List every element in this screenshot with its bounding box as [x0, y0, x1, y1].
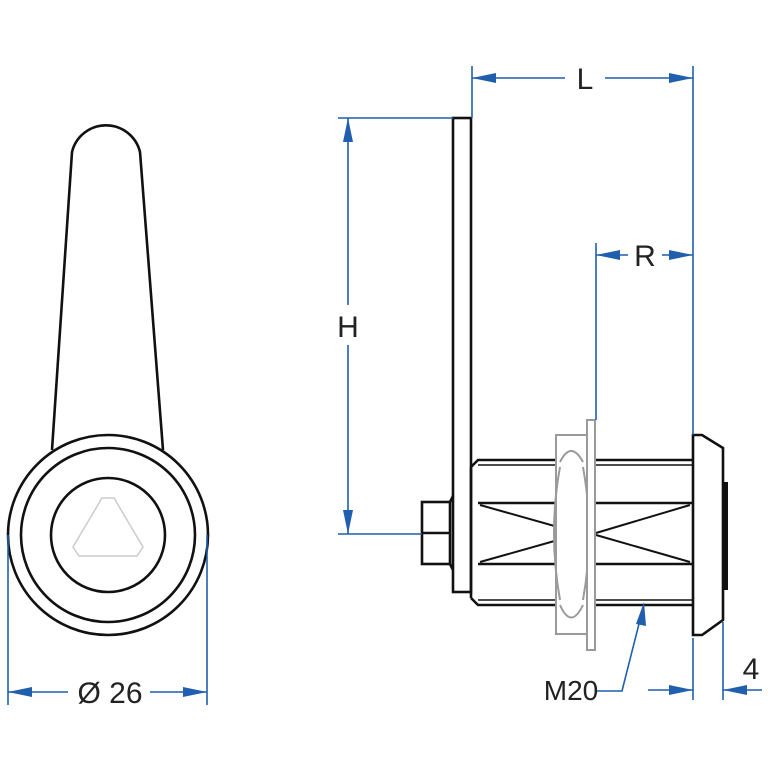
- reach-label: R: [634, 240, 656, 273]
- thread-label: M20: [544, 675, 598, 706]
- outer-ring: [6, 433, 210, 637]
- height-label: H: [337, 311, 359, 344]
- mounting-nut: [553, 419, 596, 651]
- key-face: [723, 482, 728, 590]
- cam-plate: [451, 116, 473, 594]
- length-label: L: [577, 63, 594, 96]
- side-view: [420, 116, 728, 651]
- front-view: [6, 124, 210, 637]
- bezel: [691, 433, 725, 637]
- length-dimension: L: [471, 63, 694, 435]
- thread-leader: M20: [544, 602, 646, 706]
- inner-ring: [49, 476, 167, 594]
- handle-outline: [50, 124, 165, 451]
- washer: [586, 419, 596, 651]
- middle-ring: [19, 446, 197, 624]
- bezel-dimension: 4: [648, 622, 762, 700]
- triangle-key-icon: [72, 497, 144, 557]
- diameter-dimension: Ø 26: [7, 535, 208, 710]
- cam-nut: [420, 495, 455, 571]
- diameter-label: Ø 26: [77, 677, 142, 710]
- bezel-label: 4: [743, 653, 760, 686]
- reach-dimension: R: [595, 240, 693, 420]
- height-dimension: H: [334, 117, 453, 535]
